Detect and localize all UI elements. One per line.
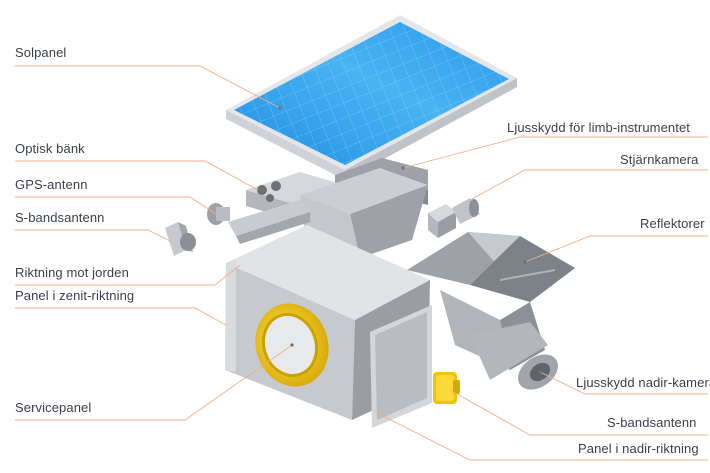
leader-gps-antenna (15, 196, 217, 215)
leader-panel-nadir (374, 411, 708, 461)
label-panel-nadir: Panel i nadir-riktning (578, 441, 699, 456)
label-optical-bench: Optisk bänk (15, 141, 85, 156)
label-direction-earth: Riktning mot jorden (15, 265, 129, 280)
label-gps-antenna: GPS-antenn (15, 177, 88, 192)
leader-direction-earth (15, 264, 241, 286)
leader-reflector (524, 235, 708, 263)
label-service-panel: Servicepanel (15, 400, 92, 415)
s-band-antenna-right (433, 372, 460, 404)
leader-optical-bench (15, 160, 259, 191)
gps-antenna (207, 200, 310, 244)
leader-s-band-right (449, 389, 708, 436)
label-limb-light-shield: Ljusskydd för limb-instrumentet (507, 120, 690, 135)
label-star-camera: Stjärnkamera (620, 152, 699, 167)
leader-limb-shield (402, 136, 708, 169)
leader-service-panel (15, 344, 293, 421)
leader-solar-panel (15, 65, 281, 109)
label-s-band-antenna-right: S-bandsantenn (607, 415, 697, 430)
leader-endpoints (278, 106, 542, 374)
label-reflector: Reflektorer (640, 216, 705, 231)
label-panel-zenith: Panel i zenit-riktning (15, 288, 135, 303)
s-band-antenna-left (165, 222, 196, 256)
nadir-panel (370, 305, 432, 428)
leader-s-band-left (15, 229, 173, 243)
leader-lines (15, 65, 708, 461)
label-solar-panel: Solpanel (15, 45, 67, 60)
label-nadir-light-shield: Ljusskydd nadir-kamera (576, 375, 710, 390)
star-camera (428, 198, 480, 238)
leader-panel-zenith (15, 307, 227, 326)
solar-panel (226, 15, 517, 180)
leader-nadir-shield (539, 371, 708, 395)
label-s-band-antenna-left: S-bandsantenn (15, 210, 105, 225)
leader-star-camera (469, 169, 708, 201)
nadir-camera-shield (470, 322, 558, 390)
